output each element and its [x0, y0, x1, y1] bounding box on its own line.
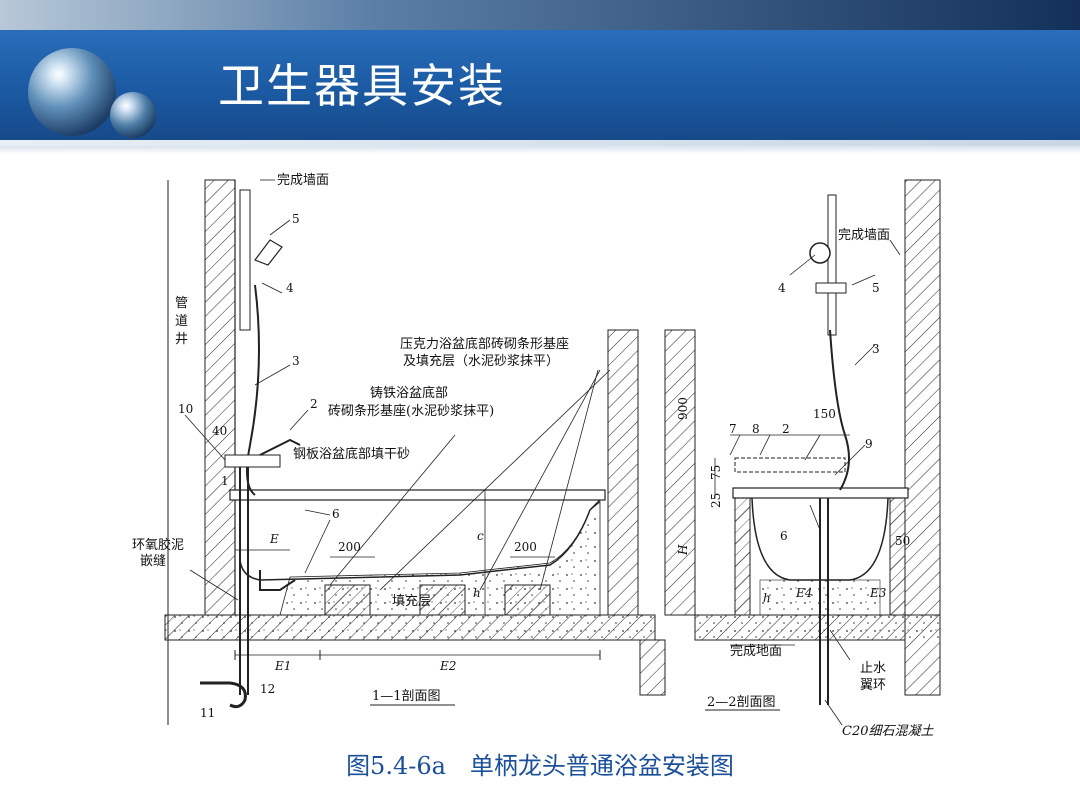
shower-head-icon — [254, 239, 283, 266]
callout-3-right: 3 — [872, 342, 880, 356]
cast-iron-label: 铸铁浴盆底部 — [370, 385, 448, 401]
figure-caption: 图5.4-6a 单柄龙头普通浴盆安装图 — [346, 752, 734, 780]
dim-40: 40 — [212, 424, 227, 438]
dim-E: E — [269, 532, 279, 546]
right-end-wall — [607, 329, 639, 616]
pipe-shaft-label-2: 道 — [175, 314, 188, 329]
banner-divider — [0, 140, 1080, 146]
banner-shadow — [0, 146, 1080, 154]
section2-tub-rim — [732, 487, 909, 499]
water-ring-label: 止水 — [860, 661, 886, 676]
acrylic-fill-label: 及填充层（水泥砂浆抹平） — [403, 353, 559, 369]
dim-H: H — [676, 544, 690, 556]
callout-11: 11 — [200, 706, 215, 720]
dim-E1: E1 — [274, 659, 291, 673]
finish-floor-label: 完成地面 — [730, 644, 782, 659]
section2-left-wall — [664, 329, 696, 616]
dim-50: 50 — [895, 534, 910, 548]
pipe-shaft-label-3: 井 — [175, 332, 188, 347]
dim-E4: E4 — [795, 586, 812, 600]
decorative-sphere-icon — [28, 48, 116, 136]
callout-10: 10 — [178, 402, 193, 416]
callout-2: 2 — [310, 397, 318, 411]
callout-2-right: 2 — [782, 422, 790, 436]
tub-drain — [259, 570, 296, 591]
section-2-2 — [664, 179, 941, 726]
callout-7: 7 — [729, 422, 737, 436]
water-ring-label-2: 翼环 — [860, 678, 886, 693]
brick-base-2 — [419, 584, 466, 616]
section2-hose — [829, 329, 850, 491]
callout-6: 6 — [332, 507, 340, 521]
dim-75: 75 — [709, 465, 723, 480]
drain-trap — [200, 681, 247, 709]
dim-900: 900 — [676, 397, 690, 420]
callout-8: 8 — [752, 422, 760, 436]
pipe-shaft-label-1: 管 — [175, 296, 188, 311]
steel-fill-label: 钢板浴盆底部填干砂 — [293, 446, 410, 462]
dim-c: c — [477, 529, 484, 543]
section-2-title: 2—2剖面图 — [707, 695, 776, 710]
dim-200-left: 200 — [338, 540, 361, 554]
page-title: 卫生器具安装 — [218, 59, 506, 113]
callout-5-right: 5 — [872, 281, 880, 295]
section-1-1 — [164, 179, 666, 725]
left-wall — [204, 179, 236, 616]
dim-E2: E2 — [439, 659, 456, 673]
section2-right-wall — [904, 179, 941, 616]
callout-9: 9 — [865, 437, 873, 451]
decorative-small-sphere-icon — [110, 92, 156, 138]
cast-iron-base-label: 砖砌条形基座(水泥砂浆抹平) — [328, 403, 494, 419]
callout-12: 12 — [260, 682, 275, 696]
epoxy-label: 环氧胶泥 — [132, 537, 184, 553]
acrylic-base-label: 压克力浴盆底部砖砌条形基座 — [400, 336, 569, 352]
callout-4-right: 4 — [778, 281, 786, 295]
callout-3: 3 — [292, 354, 300, 368]
finish-wall-label-left: 完成墙面 — [277, 173, 329, 188]
callout-4: 4 — [286, 281, 294, 295]
epoxy-joint-label: 嵌缝 — [140, 554, 166, 569]
section2-faucet-bar — [734, 457, 846, 473]
section2-shower-rail — [827, 194, 837, 336]
callout-1: 1 — [221, 474, 229, 488]
brick-base-3 — [504, 584, 551, 616]
dim-25: 25 — [709, 493, 723, 508]
tub-rim — [229, 489, 606, 501]
concrete-label: C20细石混凝土 — [842, 724, 934, 739]
dim-E3: E3 — [869, 586, 887, 600]
callout-6-right: 6 — [780, 529, 788, 543]
top-bar — [0, 0, 1080, 30]
shower-rail — [239, 189, 251, 331]
section2-shower-head-icon — [809, 242, 831, 264]
bathtub-installation-diagram: 完成墙面 完成墙面 压克力浴盆底部砖砌条形基座 及填充层（水泥砂浆抹平） 铸铁浴… — [132, 173, 941, 739]
dim-200-right: 200 — [514, 540, 537, 554]
finish-wall-label-right: 完成墙面 — [838, 228, 890, 243]
section-1-title: 1—1剖面图 — [372, 689, 441, 704]
brick-base-1 — [324, 584, 371, 616]
mixer-faucet-icon — [224, 454, 281, 468]
dim-h-left: h — [473, 586, 481, 600]
callout-5: 5 — [292, 212, 300, 226]
dim-h-right: h — [763, 591, 771, 605]
title-banner — [0, 30, 1080, 140]
dim-150: 150 — [813, 407, 836, 421]
fill-layer-label: 填充层 — [392, 593, 431, 609]
